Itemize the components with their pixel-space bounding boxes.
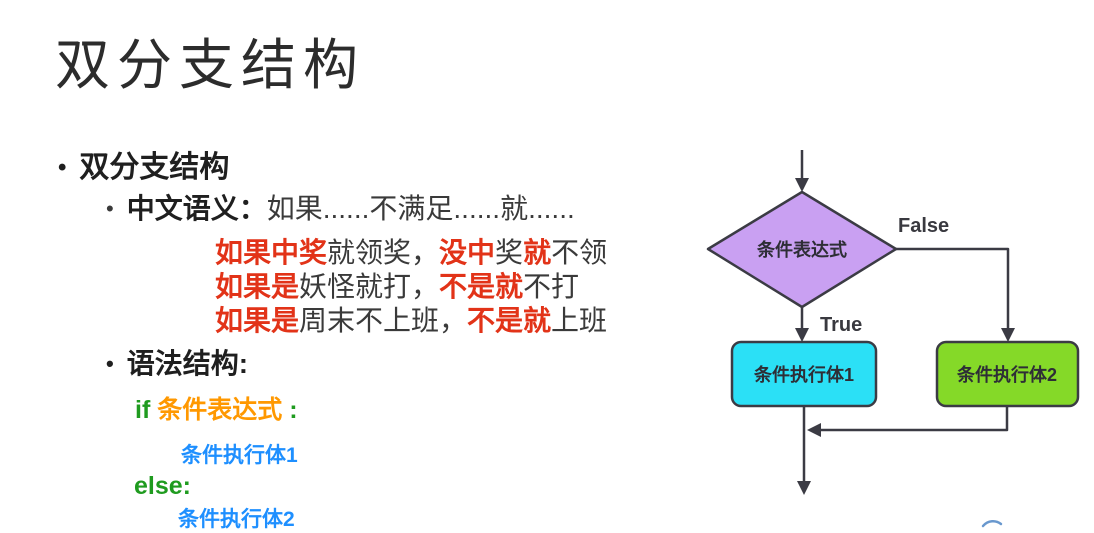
condition-diamond-label: 条件表达式 bbox=[756, 239, 847, 260]
merge-arrow-head-icon bbox=[807, 423, 821, 437]
code-line-exec1: 条件执行体1 bbox=[181, 444, 298, 467]
example-emphasis: 如果是 bbox=[215, 271, 300, 302]
semantics-pattern: 如果......不满足......就...... bbox=[266, 193, 575, 224]
false-branch-arrow-head-icon bbox=[1001, 328, 1015, 342]
false-branch-line bbox=[896, 247, 1010, 329]
if-keyword: if bbox=[135, 396, 151, 424]
example-emphasis: 不是就 bbox=[439, 271, 524, 302]
example-plain: 奖 bbox=[495, 237, 524, 268]
bullet-icon: • bbox=[106, 196, 114, 221]
exit-arrow-head-icon bbox=[797, 481, 811, 495]
outline-item-syntax: • 语法结构: bbox=[106, 342, 248, 382]
example-emphasis: 就 bbox=[523, 237, 552, 268]
example-emphasis: 没中 bbox=[439, 237, 496, 268]
example-plain: 周末不上班， bbox=[299, 305, 468, 336]
example-plain: 就领奖， bbox=[327, 237, 440, 268]
example-line-3: 如果是周末不上班，不是就上班 bbox=[215, 299, 607, 339]
condition-expression: 条件表达式 bbox=[157, 396, 283, 424]
flowchart: 条件表达式 False True 条件执行体1 条件执行体2 bbox=[706, 150, 1080, 528]
example-plain: 不领 bbox=[551, 237, 608, 268]
bullet-icon: • bbox=[58, 154, 67, 181]
exec-box-1-label: 条件执行体1 bbox=[753, 364, 854, 385]
example-line-1: 如果中奖就领奖，没中奖就不领 bbox=[215, 231, 607, 271]
colon-token: : bbox=[289, 396, 298, 424]
bullet-icon: • bbox=[106, 351, 114, 376]
syntax-label: 语法结构: bbox=[126, 348, 249, 379]
example-emphasis: 如果是 bbox=[215, 305, 300, 336]
example-line-2: 如果是妖怪就打，不是就不打 bbox=[215, 265, 579, 305]
start-arrow-head-icon bbox=[795, 178, 809, 192]
true-branch-label: True bbox=[820, 314, 862, 336]
page-title: 双分支结构 bbox=[55, 34, 366, 96]
merge-connector-line bbox=[821, 406, 1009, 432]
outline-item-semantics: • 中文语义：如果......不满足......就...... bbox=[106, 187, 575, 227]
code-line-exec2: 条件执行体2 bbox=[178, 508, 295, 531]
example-plain: 上班 bbox=[551, 305, 608, 336]
example-emphasis: 如果中奖 bbox=[215, 237, 328, 268]
code-line-else: else: bbox=[134, 472, 191, 500]
example-emphasis: 不是就 bbox=[467, 305, 552, 336]
true-branch-arrow-head-icon bbox=[795, 328, 809, 342]
exec-box-2-label: 条件执行体2 bbox=[956, 364, 1057, 385]
outline-item-main: • 双分支结构 bbox=[58, 142, 229, 186]
outline-item-main-label: 双分支结构 bbox=[79, 151, 230, 184]
example-plain: 不打 bbox=[523, 271, 580, 302]
example-plain: 妖怪就打， bbox=[299, 271, 440, 302]
false-branch-label: False bbox=[898, 215, 949, 237]
watermark-swoosh-icon bbox=[981, 520, 1003, 528]
semantics-label: 中文语义： bbox=[126, 193, 267, 224]
code-line-if: if 条件表达式 : bbox=[135, 390, 298, 426]
